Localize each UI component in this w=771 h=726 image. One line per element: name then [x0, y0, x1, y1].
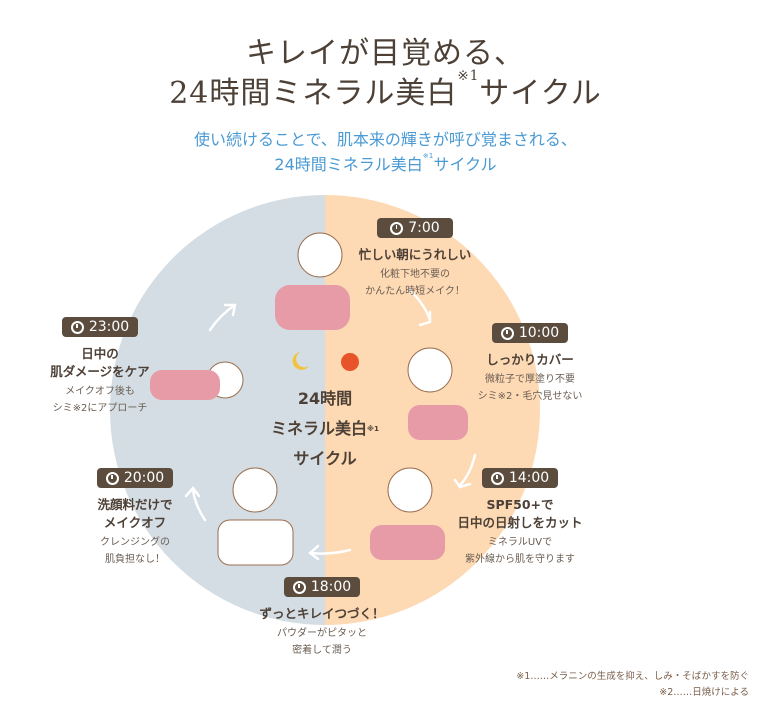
- time-label: 10:00: [518, 325, 560, 341]
- step-title: 洗顔料だけで: [97, 497, 173, 512]
- step-desc: 微粒子で厚塗り不要: [485, 374, 575, 385]
- step-desc: クレンジングの: [100, 537, 170, 548]
- step-1000: 10:00 しっかりカバー微粒子で厚塗り不要シミ※2・毛穴見せない: [445, 323, 615, 405]
- step-title: 日中の: [81, 346, 119, 361]
- time-label: 18:00: [310, 579, 352, 595]
- woman-illustrations: [150, 232, 468, 566]
- time-badge: 18:00: [284, 577, 360, 597]
- step-desc: メイクオフ後も: [65, 386, 135, 397]
- subtitle-mark: ※1: [422, 151, 434, 160]
- subtitle-line1: 使い続けることで、肌本来の輝きが呼び覚まされる、: [194, 130, 577, 149]
- time-badge: 23:00: [62, 317, 138, 337]
- step-desc: シミ※2にアプローチ: [52, 403, 148, 414]
- step-title: 肌ダメージをケア: [50, 364, 150, 379]
- time-label: 20:00: [123, 470, 165, 486]
- time-badge: 7:00: [377, 218, 453, 238]
- subtitle-end: サイクル: [433, 155, 497, 174]
- clock-icon: [390, 221, 404, 235]
- center-line3: サイクル: [293, 449, 357, 468]
- footnote-2: ※2……日焼けによる: [659, 687, 749, 698]
- title-text: 24時間ミネラル美白: [169, 76, 458, 111]
- center-line2-text: ミネラル美白: [270, 419, 367, 438]
- step-desc: ミネラルUVで: [487, 537, 553, 548]
- center-line1: 24時間: [297, 389, 353, 408]
- step-title: 日中の日射しをカット: [457, 515, 583, 530]
- title-line2: 24時間ミネラル美白※1サイクル: [0, 68, 771, 112]
- time-badge: 10:00: [492, 323, 568, 343]
- subtitle-line2: 24時間ミネラル美白※1サイクル: [0, 151, 771, 175]
- step-desc: パウダーがピタッと: [277, 628, 367, 639]
- center-label: 24時間 ミネラル美白※1 サイクル: [245, 384, 405, 474]
- clock-icon: [292, 580, 306, 594]
- clock-icon: [490, 471, 504, 485]
- clock-icon: [500, 326, 514, 340]
- center-line2: ミネラル美白※1: [245, 414, 405, 444]
- clock-icon: [70, 320, 84, 334]
- time-label: 7:00: [408, 220, 440, 236]
- step-desc: 密着して潤う: [292, 645, 352, 656]
- step-title: ずっとキレイつづく！: [259, 606, 385, 621]
- step-desc: かんたん時短メイク！: [365, 286, 465, 297]
- clock-icon: [105, 471, 119, 485]
- subtitle-text: 24時間ミネラル美白: [274, 155, 423, 174]
- step-title: メイクオフ: [103, 515, 167, 530]
- title-end: サイクル: [479, 76, 602, 111]
- time-label: 14:00: [508, 470, 550, 486]
- title-line1: キレイが目覚める、: [246, 36, 525, 71]
- step-desc: 肌負担なし！: [105, 554, 165, 565]
- step-2000: 20:00 洗顔料だけでメイクオフクレンジングの肌負担なし！: [50, 468, 220, 568]
- step-1800: 18:00 ずっとキレイつづく！ パウダーがピタッと密着して潤う: [237, 577, 407, 659]
- center-mark: ※1: [367, 424, 379, 433]
- step-desc: 紫外線から肌を守ります: [465, 554, 575, 565]
- step-desc: シミ※2・毛穴見せない: [477, 391, 583, 402]
- step-title: SPF50+で: [486, 497, 554, 512]
- step-desc: 化粧下地不要の: [380, 269, 450, 280]
- footnote-1: ※1……メラニンの生成を抑え、しみ・そばかすを防ぐ: [516, 671, 749, 682]
- sun-icon: [341, 353, 359, 371]
- night-half: [110, 195, 325, 625]
- cycle-arrows: [184, 288, 477, 561]
- time-badge: 20:00: [97, 468, 173, 488]
- step-700: 7:00 忙しい朝にうれしい化粧下地不要のかんたん時短メイク！: [330, 218, 500, 300]
- step-2300: 23:00 日中の肌ダメージをケアメイクオフ後もシミ※2にアプローチ: [15, 317, 185, 417]
- moon-icon: [292, 352, 309, 370]
- title-mark: ※1: [457, 68, 480, 84]
- time-label: 23:00: [88, 319, 130, 335]
- time-badge: 14:00: [482, 468, 558, 488]
- step-title: しっかりカバー: [486, 352, 574, 367]
- step-title: 忙しい朝にうれしい: [358, 247, 472, 262]
